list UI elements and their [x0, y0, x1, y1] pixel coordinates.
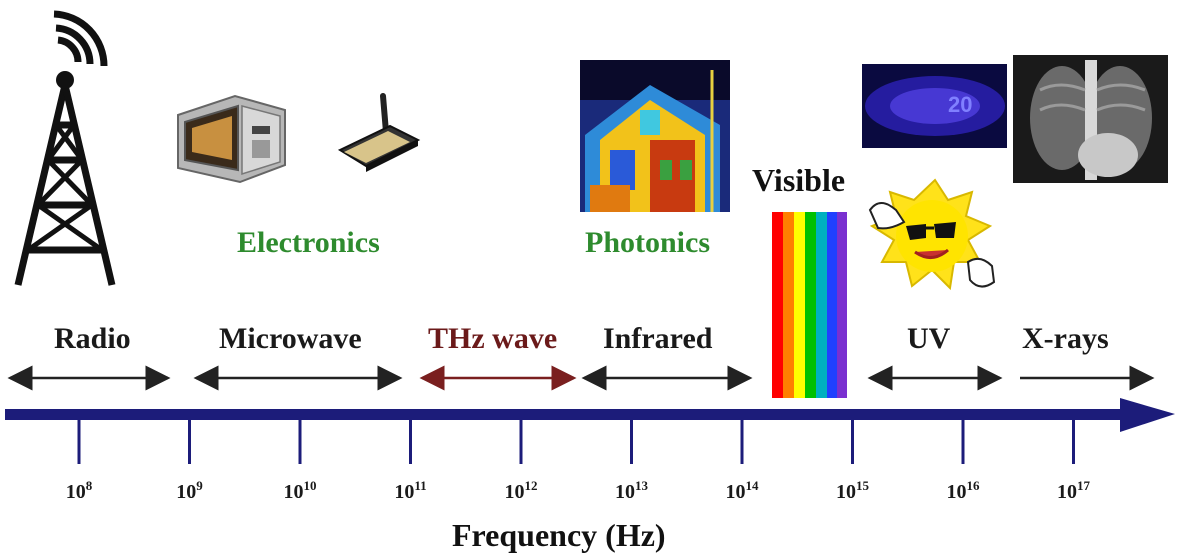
tick-label: 108 [65, 478, 93, 503]
visible-spectrum-bar [772, 212, 847, 398]
tick-label: 1017 [1057, 478, 1090, 503]
tick-label: 1013 [615, 478, 648, 503]
sun-sunglasses-icon [868, 178, 996, 291]
chest-xray-image [1013, 55, 1168, 183]
band-label-xrays: X-rays [1022, 322, 1109, 355]
axis-title: Frequency (Hz) [452, 517, 666, 553]
tick-label: 1016 [946, 478, 980, 503]
band-label-microwave: Microwave [219, 322, 362, 355]
tick-label: 1011 [394, 478, 427, 503]
microwave-oven-icon [177, 94, 286, 184]
thermal-house-image [580, 60, 730, 212]
wireless-card-icon [337, 93, 421, 172]
tick-label: 1010 [283, 478, 317, 503]
frequency-axis [5, 398, 1175, 432]
electronics-label: Electronics [237, 226, 380, 259]
tick-label: 1014 [725, 478, 759, 503]
band-label-infrared: Infrared [603, 322, 713, 355]
uv-banknote-image: 20 [862, 64, 1007, 148]
radio-tower-icon [14, 10, 116, 286]
visible-label: Visible [752, 162, 846, 198]
svg-text:20: 20 [948, 92, 972, 117]
photonics-label: Photonics [585, 226, 711, 259]
tick-label: 1012 [504, 478, 538, 503]
band-label-uv: UV [907, 322, 951, 355]
band-label-radio: Radio [54, 322, 131, 355]
tick-label: 1015 [836, 478, 869, 503]
band-label-thz: THz wave [428, 322, 558, 355]
axis-ticks [77, 420, 1075, 464]
tick-label: 109 [176, 478, 203, 503]
